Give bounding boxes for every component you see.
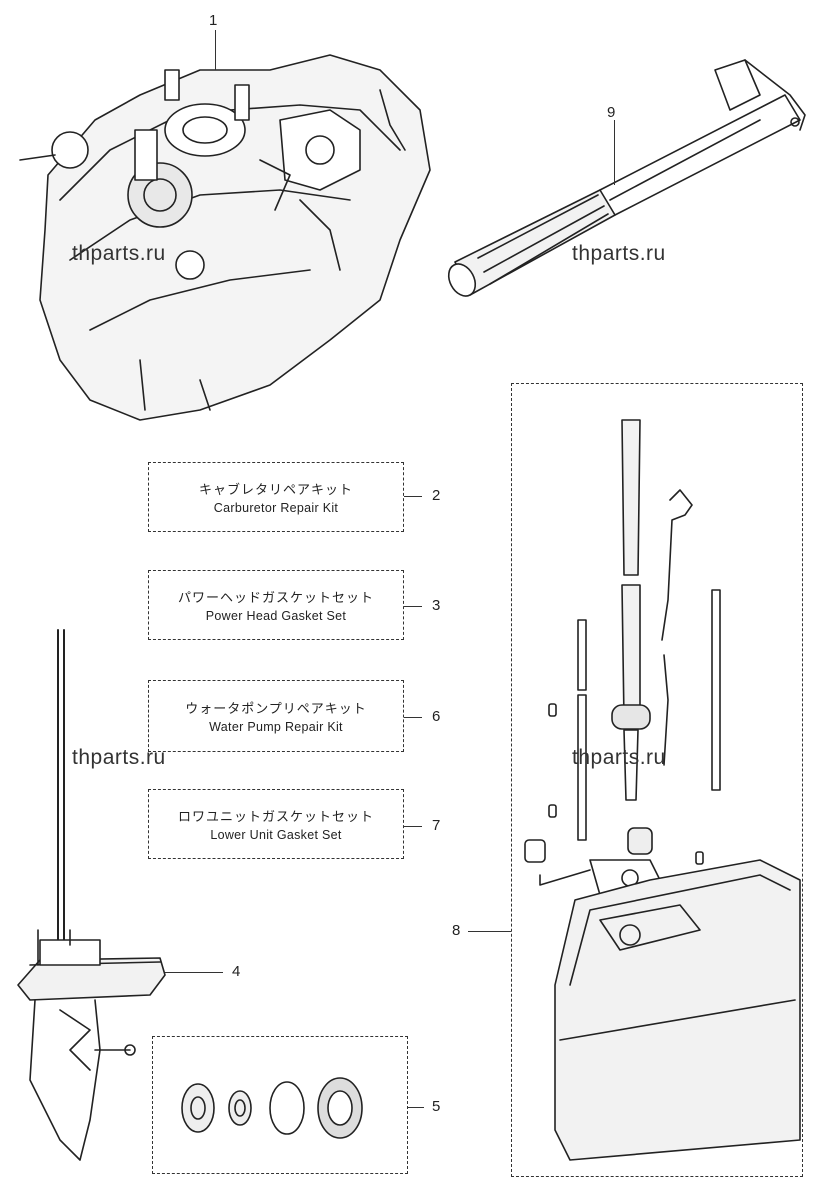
- callout-8: 8: [452, 922, 461, 939]
- leader-line-2: [404, 496, 422, 498]
- watermark-text: thparts.ru: [72, 242, 166, 265]
- lower-unit-illustration: [17, 629, 166, 1161]
- watermark-text: thparts.ru: [72, 746, 166, 769]
- callout-6: 6: [432, 708, 441, 725]
- watermark-text: thparts.ru: [572, 242, 666, 265]
- kit-name-jp: パワーヘッドガスケットセット: [177, 591, 374, 606]
- leader-line-6: [404, 717, 422, 719]
- leader-line-9: [614, 120, 616, 185]
- kit-name-en: Carburetor Repair Kit: [213, 501, 339, 515]
- callout-4: 4: [232, 963, 241, 980]
- water-pump-repair-kit-box: ウォータポンプリペアキット Water Pump Repair Kit: [148, 680, 404, 752]
- callout-7: 7: [432, 817, 441, 834]
- leader-line-1: [215, 30, 217, 70]
- kit-name-jp: キャブレタリペアキット: [198, 483, 353, 498]
- bearing-kit-illustration: [181, 1077, 363, 1139]
- callout-9: 9: [607, 104, 616, 121]
- leader-line-7: [404, 826, 422, 828]
- leader-line-4: [165, 972, 223, 974]
- leader-line-5: [408, 1107, 424, 1109]
- bearing-kit-box: [152, 1036, 408, 1174]
- leader-line-3: [404, 606, 422, 608]
- drive-shaft-set-illustration: [524, 419, 801, 1161]
- power-head-gasket-set-box: パワーヘッドガスケットセット Power Head Gasket Set: [148, 570, 404, 640]
- callout-3: 3: [432, 597, 441, 614]
- kit-name-en: Power Head Gasket Set: [205, 609, 347, 623]
- kit-name-jp: ロワユニットガスケットセット: [177, 810, 374, 825]
- callout-2: 2: [432, 487, 441, 504]
- watermark-text: thparts.ru: [572, 746, 666, 769]
- leader-line-8: [468, 931, 511, 933]
- callout-5: 5: [432, 1098, 441, 1115]
- tiller-handle-illustration: [447, 59, 806, 297]
- lower-unit-gasket-set-box: ロワユニットガスケットセット Lower Unit Gasket Set: [148, 789, 404, 859]
- kit-name-jp: ウォータポンプリペアキット: [185, 702, 367, 717]
- callout-1: 1: [209, 12, 218, 29]
- lower-unit-kit-box: [511, 383, 803, 1177]
- power-head-illustration: [19, 54, 431, 421]
- kit-name-en: Water Pump Repair Kit: [209, 720, 343, 734]
- carburetor-repair-kit-box: キャブレタリペアキット Carburetor Repair Kit: [148, 462, 404, 532]
- kit-name-en: Lower Unit Gasket Set: [210, 828, 342, 842]
